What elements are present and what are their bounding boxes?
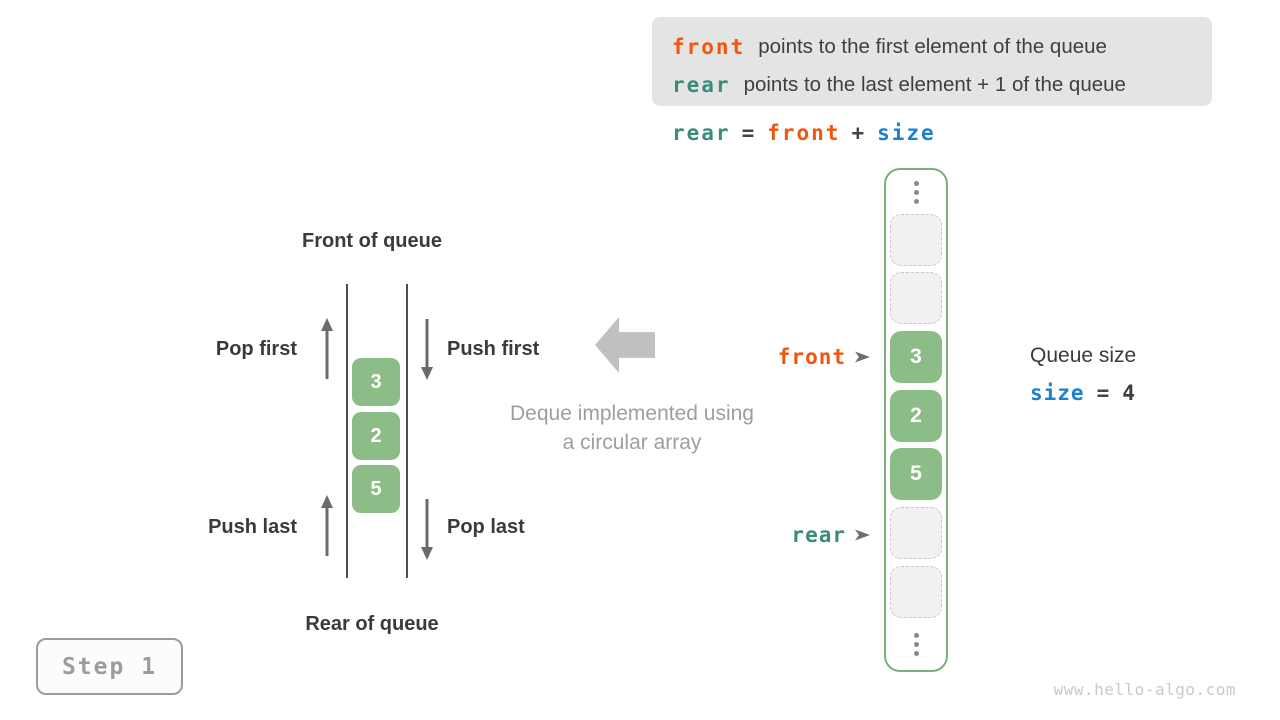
- array-cell: 3: [890, 331, 942, 383]
- equation-plus: +: [851, 121, 867, 145]
- push-first-label: Push first: [447, 338, 540, 360]
- equation-size: size: [877, 121, 936, 145]
- left-block-arrow-icon: [595, 317, 655, 373]
- pop-last-label: Pop last: [447, 516, 525, 538]
- front-pointer-label: front: [777, 345, 846, 369]
- array-cell-empty: [890, 507, 942, 559]
- size-value: 4: [1122, 381, 1136, 405]
- rear-pointer-label: rear: [791, 523, 846, 547]
- push-last-label: Push last: [208, 516, 297, 538]
- array-cell-empty: [890, 272, 942, 324]
- rear-of-queue-label: Rear of queue: [305, 613, 439, 635]
- queue-size-label: Queue size: [1030, 344, 1137, 367]
- size-equals: =: [1096, 381, 1111, 405]
- deque-cell: 2: [352, 412, 400, 460]
- pop-first-label: Pop first: [215, 338, 297, 360]
- ellipsis-bottom-icon: [884, 633, 948, 656]
- rear-pointer: rear: [700, 522, 870, 548]
- array-cell-empty: [890, 214, 942, 266]
- pointer-definitions-box: front points to the first element of the…: [652, 17, 1212, 106]
- size-variable: size: [1030, 381, 1085, 405]
- equation-rear: rear: [672, 121, 731, 145]
- push-last-up-arrow-icon: [321, 495, 333, 556]
- push-first-down-arrow-icon: [421, 319, 433, 380]
- array-cell-empty: [890, 566, 942, 618]
- front-pointer-arrow-icon: [855, 351, 870, 363]
- equation-front: front: [767, 121, 841, 145]
- queue-channel-left-line: [346, 284, 348, 578]
- step-badge: Step 1: [36, 638, 183, 695]
- array-cell: 2: [890, 390, 942, 442]
- pop-last-down-arrow-icon: [421, 499, 433, 560]
- queue-channel-right-line: [406, 284, 408, 578]
- deque-cell: 3: [352, 358, 400, 406]
- rear-pointer-arrow-icon: [855, 529, 870, 541]
- deque-caption: Deque implemented using a circular array: [487, 399, 777, 457]
- front-definition-row: front points to the first element of the…: [672, 30, 1212, 64]
- rear-definition-text: points to the last element + 1 of the qu…: [743, 72, 1126, 96]
- array-cell: 5: [890, 448, 942, 500]
- deque-caption-line1: Deque implemented using: [510, 402, 754, 425]
- ellipsis-top-icon: [884, 181, 948, 204]
- deque-caption-line2: a circular array: [562, 431, 702, 454]
- front-pointer: front: [700, 344, 870, 370]
- rear-front-size-equation: rear = front + size: [672, 121, 936, 145]
- deque-cell: 5: [352, 465, 400, 513]
- front-of-queue-label: Front of queue: [302, 230, 442, 252]
- equation-equals: =: [741, 121, 757, 145]
- pop-first-up-arrow-icon: [321, 318, 333, 379]
- rear-keyword: rear: [672, 72, 731, 97]
- size-equation: size = 4: [1030, 381, 1136, 405]
- rear-definition-row: rear points to the last element + 1 of t…: [672, 68, 1212, 102]
- front-definition-text: points to the first element of the queue: [758, 34, 1107, 58]
- watermark: www.hello-algo.com: [1053, 680, 1236, 699]
- front-keyword: front: [672, 34, 746, 59]
